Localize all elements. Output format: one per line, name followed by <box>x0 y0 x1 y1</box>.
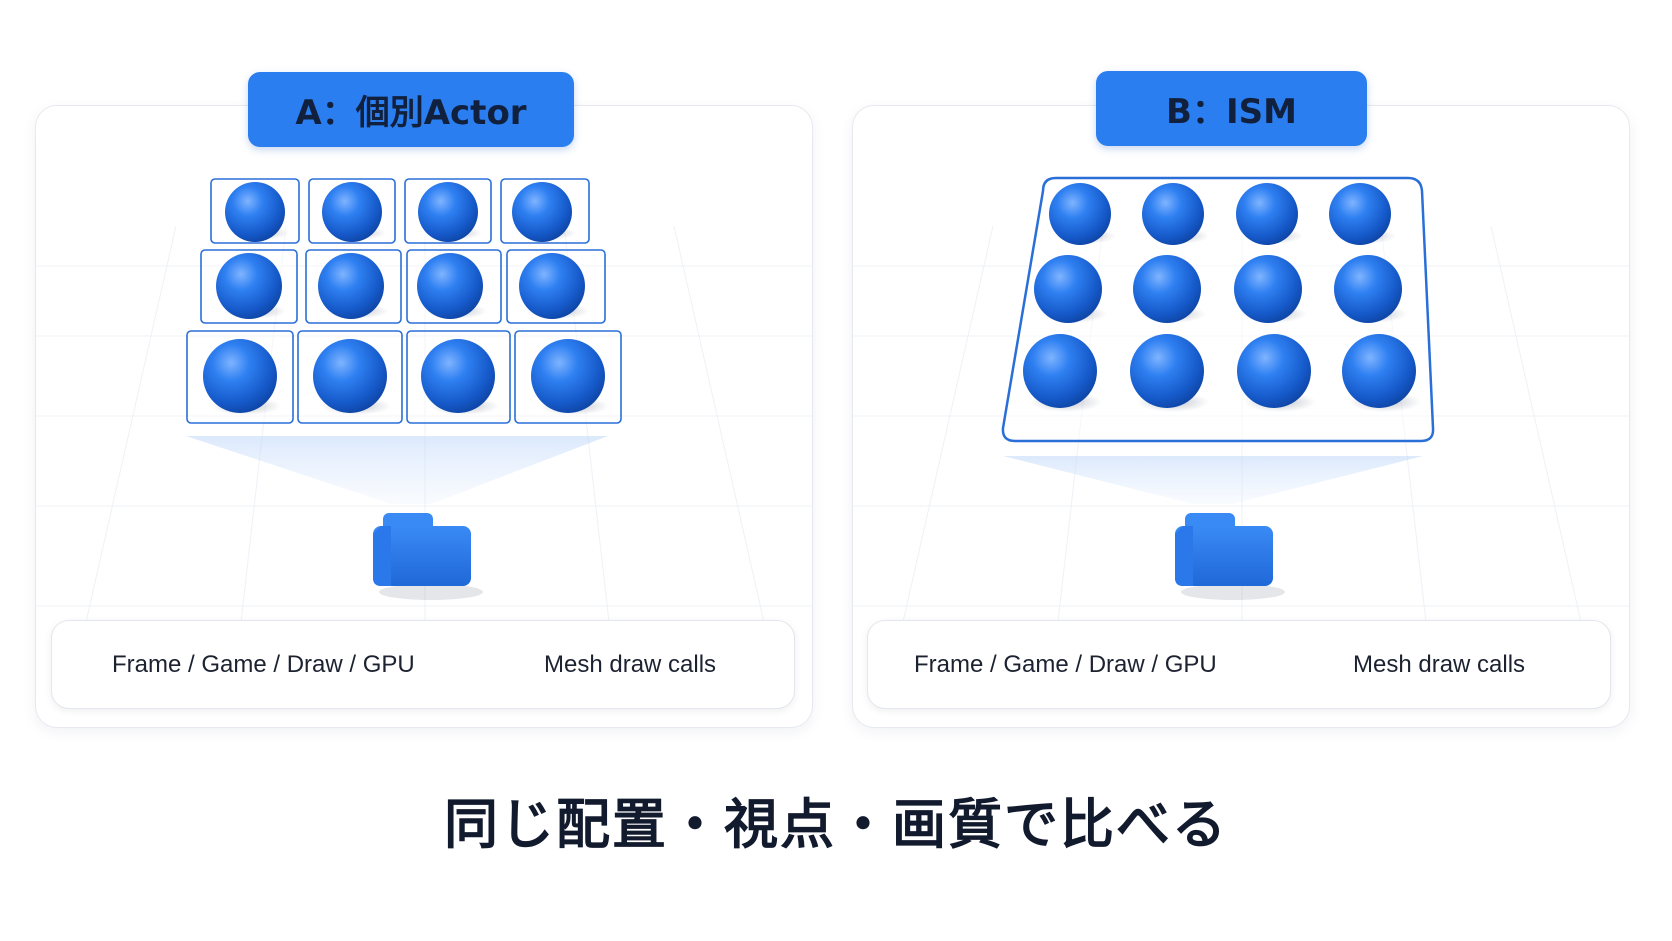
scene-individual-actors <box>36 178 812 667</box>
stats-bar-ism: Frame / Game / Draw / GPU Mesh draw call… <box>867 620 1611 709</box>
sphere-icon <box>313 339 387 413</box>
panel-ism <box>852 105 1630 728</box>
badge-individual-actor: A：個別Actor <box>248 72 574 147</box>
camera-icon <box>373 513 483 600</box>
sphere-icon <box>318 253 384 319</box>
sphere-icon <box>1133 255 1201 323</box>
sphere-icon <box>1334 255 1402 323</box>
sphere-icon <box>1130 334 1204 408</box>
sphere-icon <box>203 339 277 413</box>
stat-mesh-draw-calls: Mesh draw calls <box>544 650 717 678</box>
stat-frame-game-draw-gpu: Frame / Game / Draw / GPU <box>112 650 415 678</box>
sphere-icon <box>1234 255 1302 323</box>
sphere-grid <box>1023 183 1421 412</box>
sphere-icon <box>1342 334 1416 408</box>
sphere-icon <box>1049 183 1111 245</box>
stats-bar-individual-actor: Frame / Game / Draw / GPU Mesh draw call… <box>51 620 795 709</box>
sphere-grid <box>203 182 609 415</box>
sphere-icon <box>418 182 478 242</box>
sphere-icon <box>512 182 572 242</box>
stat-mesh-draw-calls: Mesh draw calls <box>1353 650 1526 678</box>
sphere-icon <box>531 339 605 413</box>
sphere-icon <box>1023 334 1097 408</box>
sphere-icon <box>417 253 483 319</box>
sphere-icon <box>1142 183 1204 245</box>
sphere-icon <box>519 253 585 319</box>
sphere-icon <box>421 339 495 413</box>
page-caption: 同じ配置・視点・画質で比べる <box>444 793 1228 856</box>
sphere-icon <box>1237 334 1311 408</box>
stat-frame-game-draw-gpu: Frame / Game / Draw / GPU <box>914 650 1217 678</box>
camera-frustum <box>186 436 608 504</box>
sphere-icon <box>1034 255 1102 323</box>
camera-frustum <box>1003 456 1423 504</box>
sphere-icon <box>322 182 382 242</box>
badge-ism: B：ISM <box>1096 71 1367 146</box>
scene-ism <box>853 176 1629 667</box>
sphere-icon <box>1329 183 1391 245</box>
camera-icon <box>1175 513 1285 600</box>
sphere-icon <box>1236 183 1298 245</box>
sphere-icon <box>225 182 285 242</box>
instanced-mesh-bounds <box>1001 176 1435 443</box>
sphere-icon <box>216 253 282 319</box>
